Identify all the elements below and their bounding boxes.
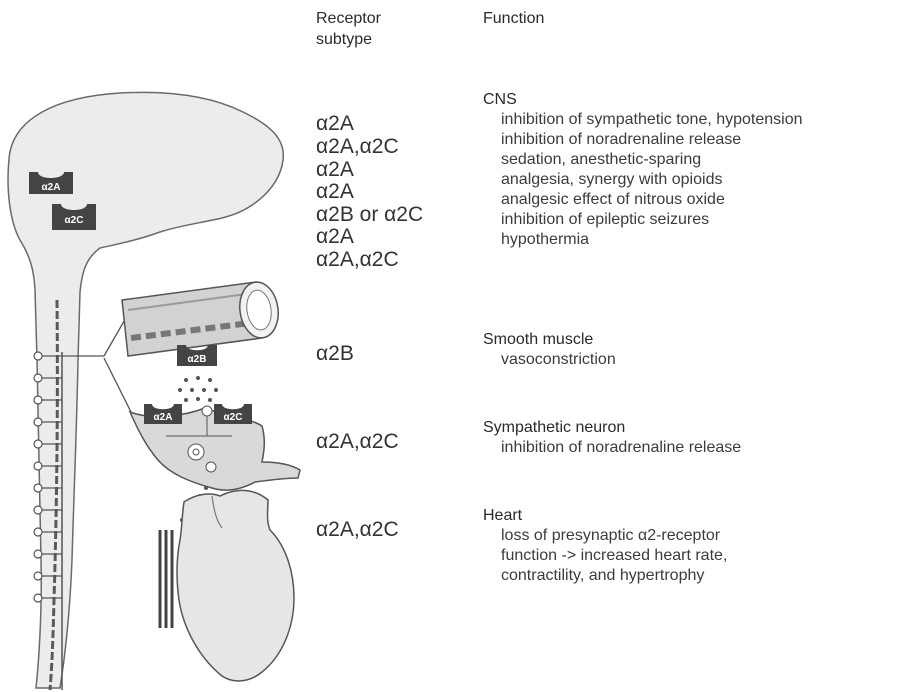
subtype-label: α2B	[316, 343, 354, 366]
function-header: Function	[483, 8, 544, 29]
receptor-subtype-header: Receptor subtype	[316, 8, 381, 50]
function-item: vasoconstriction	[483, 350, 616, 370]
section-title: CNS	[483, 90, 803, 110]
section-title: Heart	[483, 506, 727, 526]
section-heart: Heart loss of presynaptic α2-receptor fu…	[483, 506, 727, 586]
subtype-label: α2A,α2C	[316, 431, 399, 454]
vessel-receptor-badge: α2B	[177, 345, 217, 366]
svg-text:α2C: α2C	[224, 412, 243, 423]
section-sympathetic-neuron: Sympathetic neuron inhibition of noradre…	[483, 418, 741, 458]
function-item: hypothermia	[483, 230, 803, 250]
function-item: inhibition of noradrenaline release	[483, 438, 741, 458]
section-cns: CNS inhibition of sympathetic tone, hypo…	[483, 90, 803, 250]
svg-text:α2B: α2B	[188, 354, 207, 365]
function-item: inhibition of sympathetic tone, hypotens…	[483, 110, 803, 130]
function-item: loss of presynaptic α2-receptor	[483, 526, 727, 546]
subtype-label: α2B or α2C	[316, 204, 423, 227]
subtype-label: α2A	[316, 181, 354, 204]
subtype-label: α2A	[316, 159, 354, 182]
subtype-label: α2A,α2C	[316, 519, 399, 542]
function-item: sedation, anesthetic-sparing	[483, 150, 803, 170]
heart	[160, 490, 294, 681]
subtype-label: α2A	[316, 226, 354, 249]
section-title: Sympathetic neuron	[483, 418, 741, 438]
neuron-receptor-badge-a: α2A	[144, 404, 182, 424]
blood-vessel	[122, 280, 282, 356]
function-item: contractility, and hypertrophy	[483, 566, 727, 586]
svg-text:α2C: α2C	[65, 215, 84, 226]
function-item: analgesia, synergy with opioids	[483, 170, 803, 190]
function-item: function -> increased heart rate,	[483, 546, 727, 566]
svg-text:α2A: α2A	[154, 412, 173, 423]
receptor-header-line2: subtype	[316, 31, 372, 48]
function-item: analgesic effect of nitrous oxide	[483, 190, 803, 210]
function-item: inhibition of epileptic seizures	[483, 210, 803, 230]
section-smooth-muscle: Smooth muscle vasoconstriction	[483, 330, 616, 370]
function-item: inhibition of noradrenaline release	[483, 130, 803, 150]
section-title: Smooth muscle	[483, 330, 616, 350]
neuron-receptor-badge-c: α2C	[214, 404, 252, 424]
subtype-label: α2A,α2C	[316, 136, 399, 159]
subtype-label: α2A,α2C	[316, 249, 399, 272]
receptor-header-line1: Receptor	[316, 10, 381, 27]
svg-text:α2A: α2A	[42, 182, 61, 193]
subtype-label: α2A	[316, 113, 354, 136]
